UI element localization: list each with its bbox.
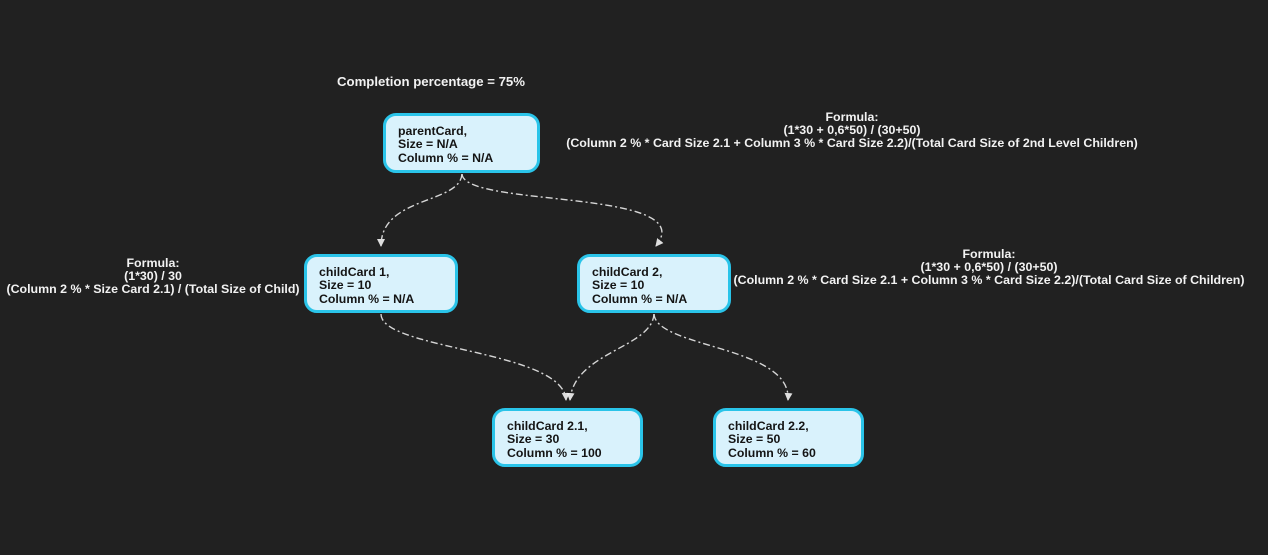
formula-expression: (1*30 + 0,6*50) / (30+50) (783, 123, 921, 138)
node-childcard-2-2: childCard 2.2, Size = 50 Column % = 60 (713, 408, 864, 467)
formula-left: Formula: (1*30) / 30 (Column 2 % * Size … (6, 256, 300, 297)
node-title: childCard 1, (319, 265, 390, 279)
node-column-percent: Column % = 100 (507, 445, 602, 460)
formula-expression: (1*30) / 30 (124, 269, 182, 284)
formula-top-right: Formula: (1*30 + 0,6*50) / (30+50) (Colu… (566, 110, 1138, 151)
node-column-percent: Column % = 60 (728, 445, 816, 460)
node-size: Size = 30 (507, 432, 560, 447)
node-title: childCard 2.2, (728, 419, 809, 433)
node-title: parentCard, (398, 124, 468, 138)
formula-expression: (1*30 + 0,6*50) / (30+50) (920, 260, 1058, 275)
node-parentcard: parentCard, Size = N/A Column % = N/A (383, 113, 540, 173)
formula-description: (Column 2 % * Card Size 2.1 + Column 3 %… (566, 136, 1138, 151)
formula-description: (Column 2 % * Card Size 2.1 + Column 3 %… (733, 273, 1245, 288)
node-size: Size = N/A (398, 137, 458, 152)
formula-middle-right: Formula: (1*30 + 0,6*50) / (30+50) (Colu… (733, 247, 1245, 288)
completion-percentage-label: Completion percentage = 75% (337, 74, 525, 89)
node-childcard-1: childCard 1, Size = 10 Column % = N/A (304, 254, 458, 313)
node-size: Size = 10 (592, 278, 645, 293)
node-column-percent: Column % = N/A (592, 291, 688, 306)
edge-child2-to-child22 (653, 313, 793, 401)
node-title: childCard 2, (592, 265, 663, 279)
node-size: Size = 50 (728, 432, 781, 447)
edge-child1-to-child21 (380, 313, 570, 401)
node-column-percent: Column % = N/A (319, 291, 415, 306)
formula-label: Formula: (126, 256, 180, 270)
edge-child2-to-child21 (566, 313, 655, 401)
node-title: childCard 2.1, (507, 419, 588, 433)
formula-label: Formula: (962, 247, 1016, 261)
formula-description: (Column 2 % * Size Card 2.1) / (Total Si… (6, 282, 300, 297)
node-childcard-2-1: childCard 2.1, Size = 30 Column % = 100 (492, 408, 643, 467)
edge-parent-to-child2 (461, 173, 664, 247)
formula-label: Formula: (825, 110, 879, 124)
node-childcard-2: childCard 2, Size = 10 Column % = N/A (577, 254, 731, 313)
node-size: Size = 10 (319, 278, 372, 293)
node-column-percent: Column % = N/A (398, 150, 494, 165)
edge-parent-to-child1 (377, 173, 463, 247)
